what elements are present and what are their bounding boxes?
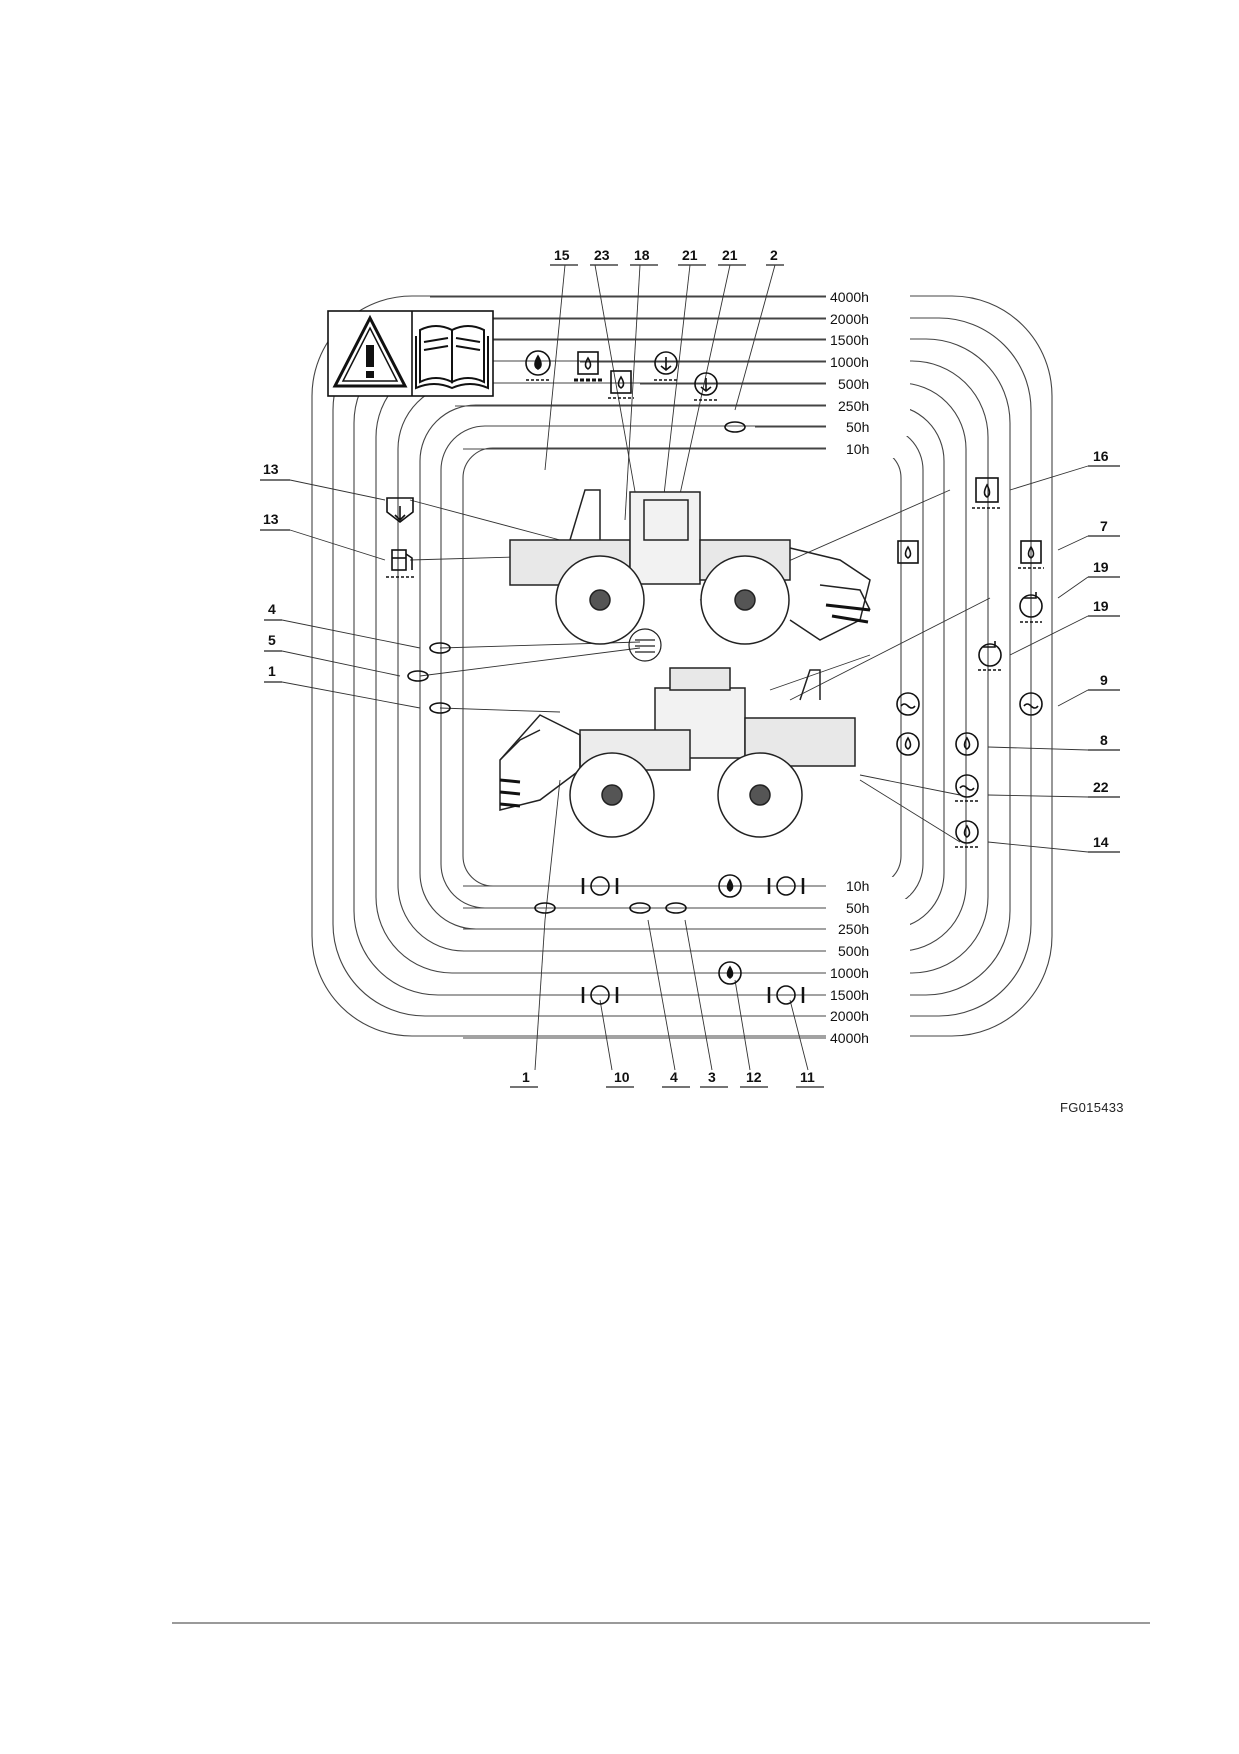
callout-number: 15 bbox=[554, 247, 570, 263]
callout-number: 21 bbox=[722, 247, 738, 263]
callout-number: 11 bbox=[800, 1069, 815, 1085]
interval-label: 4000h bbox=[830, 1030, 869, 1046]
axle-oil-icon bbox=[767, 876, 805, 896]
service-symbols-right bbox=[896, 477, 1044, 848]
axle-oil-icon bbox=[767, 985, 805, 1005]
service-symbols-top bbox=[525, 350, 746, 433]
callout-number: 4 bbox=[670, 1069, 678, 1085]
callout-number: 21 bbox=[682, 247, 698, 263]
callout-number: 10 bbox=[614, 1069, 630, 1085]
coolant-icon bbox=[896, 692, 920, 716]
axle-oil-icon bbox=[581, 876, 619, 896]
interval-label: 10h bbox=[846, 878, 869, 894]
interval-label: 4000h bbox=[830, 289, 869, 305]
callout-number: 9 bbox=[1100, 672, 1108, 688]
gear-oil-icon bbox=[718, 874, 742, 898]
grease-point-icon bbox=[407, 670, 429, 682]
interval-loops bbox=[311, 295, 1053, 1037]
fuel-pump-icon bbox=[386, 549, 414, 578]
gear-oil-icon bbox=[718, 961, 742, 985]
callout-number: 22 bbox=[1093, 779, 1109, 795]
callouts-top: 15 23 18 21 21 2 bbox=[554, 247, 778, 263]
callout-number: 2 bbox=[770, 247, 778, 263]
detail-inset bbox=[628, 628, 662, 662]
service-symbols-bottom bbox=[534, 874, 805, 1005]
callout-number: 5 bbox=[268, 632, 276, 648]
callouts-left: 13 13 4 5 1 bbox=[263, 461, 279, 679]
interval-label: 10h bbox=[846, 441, 869, 457]
callout-number: 4 bbox=[268, 601, 276, 617]
interval-label: 500h bbox=[838, 943, 869, 959]
grease-point-icon bbox=[429, 642, 451, 654]
engine-oil-icon bbox=[955, 732, 979, 756]
callout-number: 13 bbox=[263, 461, 279, 477]
engine-oil-icon bbox=[955, 820, 979, 848]
callout-number: 13 bbox=[263, 511, 279, 527]
interval-labels-top: 4000h 2000h 1500h 1000h 500h 250h 50h 10… bbox=[830, 289, 869, 457]
footer-divider bbox=[172, 1622, 1150, 1624]
interval-label: 2000h bbox=[830, 311, 869, 327]
grease-point-icon bbox=[724, 421, 746, 433]
callout-number: 1 bbox=[522, 1069, 530, 1085]
wheel-loader-front-view bbox=[499, 667, 856, 838]
warning-triangle-icon bbox=[332, 314, 408, 388]
interval-label: 250h bbox=[838, 921, 869, 937]
interval-label: 1000h bbox=[830, 965, 869, 981]
interval-label: 1500h bbox=[830, 332, 869, 348]
interval-label: 1500h bbox=[830, 987, 869, 1003]
callout-number: 3 bbox=[708, 1069, 716, 1085]
grease-point-icon bbox=[429, 702, 451, 714]
interval-label: 2000h bbox=[830, 1008, 869, 1024]
fluid-reservoir-icon bbox=[1018, 540, 1044, 569]
filter-element-icon bbox=[694, 372, 718, 401]
figure-id: FG015433 bbox=[1060, 1100, 1124, 1115]
filter-element-icon bbox=[654, 351, 678, 381]
interval-label: 500h bbox=[838, 376, 869, 392]
callouts-right: 16 7 19 19 9 8 22 14 bbox=[1093, 448, 1109, 850]
air-filter-icon bbox=[1019, 592, 1043, 623]
safety-notice-box bbox=[327, 310, 494, 397]
interval-label: 1000h bbox=[830, 354, 869, 370]
air-filter-icon bbox=[978, 641, 1002, 671]
operator-manual-icon bbox=[415, 325, 489, 390]
callout-number: 7 bbox=[1100, 518, 1108, 534]
callout-number: 1 bbox=[268, 663, 276, 679]
axle-oil-icon bbox=[581, 985, 619, 1005]
gear-oil-icon bbox=[525, 350, 551, 381]
callouts-bottom: 1 10 4 3 12 11 bbox=[522, 1069, 815, 1085]
fluid-reservoir-icon bbox=[972, 477, 1002, 509]
coolant-icon bbox=[1019, 692, 1043, 716]
fluid-reservoir-icon bbox=[897, 540, 919, 564]
fluid-reservoir-icon bbox=[608, 370, 634, 399]
interval-label: 250h bbox=[838, 398, 869, 414]
callout-number: 23 bbox=[594, 247, 610, 263]
callout-number: 12 bbox=[746, 1069, 762, 1085]
service-symbols-left bbox=[386, 497, 451, 714]
callout-number: 18 bbox=[634, 247, 650, 263]
coolant-level-icon bbox=[955, 774, 979, 802]
wheel-loader-side-view bbox=[509, 489, 871, 645]
callout-number: 14 bbox=[1093, 834, 1109, 850]
callout-number: 16 bbox=[1093, 448, 1109, 464]
interval-label: 50h bbox=[846, 900, 869, 916]
callout-number: 8 bbox=[1100, 732, 1108, 748]
fuel-filler-icon bbox=[386, 497, 414, 524]
callout-number: 19 bbox=[1093, 598, 1109, 614]
interval-label: 50h bbox=[846, 419, 869, 435]
oil-filter-icon bbox=[574, 351, 602, 382]
grease-point-icon bbox=[629, 902, 651, 914]
interval-labels-bottom: 10h 50h 250h 500h 1000h 1500h 2000h 4000… bbox=[830, 878, 869, 1046]
grease-point-icon bbox=[534, 902, 556, 914]
grease-point-icon bbox=[665, 902, 687, 914]
callout-number: 19 bbox=[1093, 559, 1109, 575]
engine-oil-icon bbox=[896, 732, 920, 756]
